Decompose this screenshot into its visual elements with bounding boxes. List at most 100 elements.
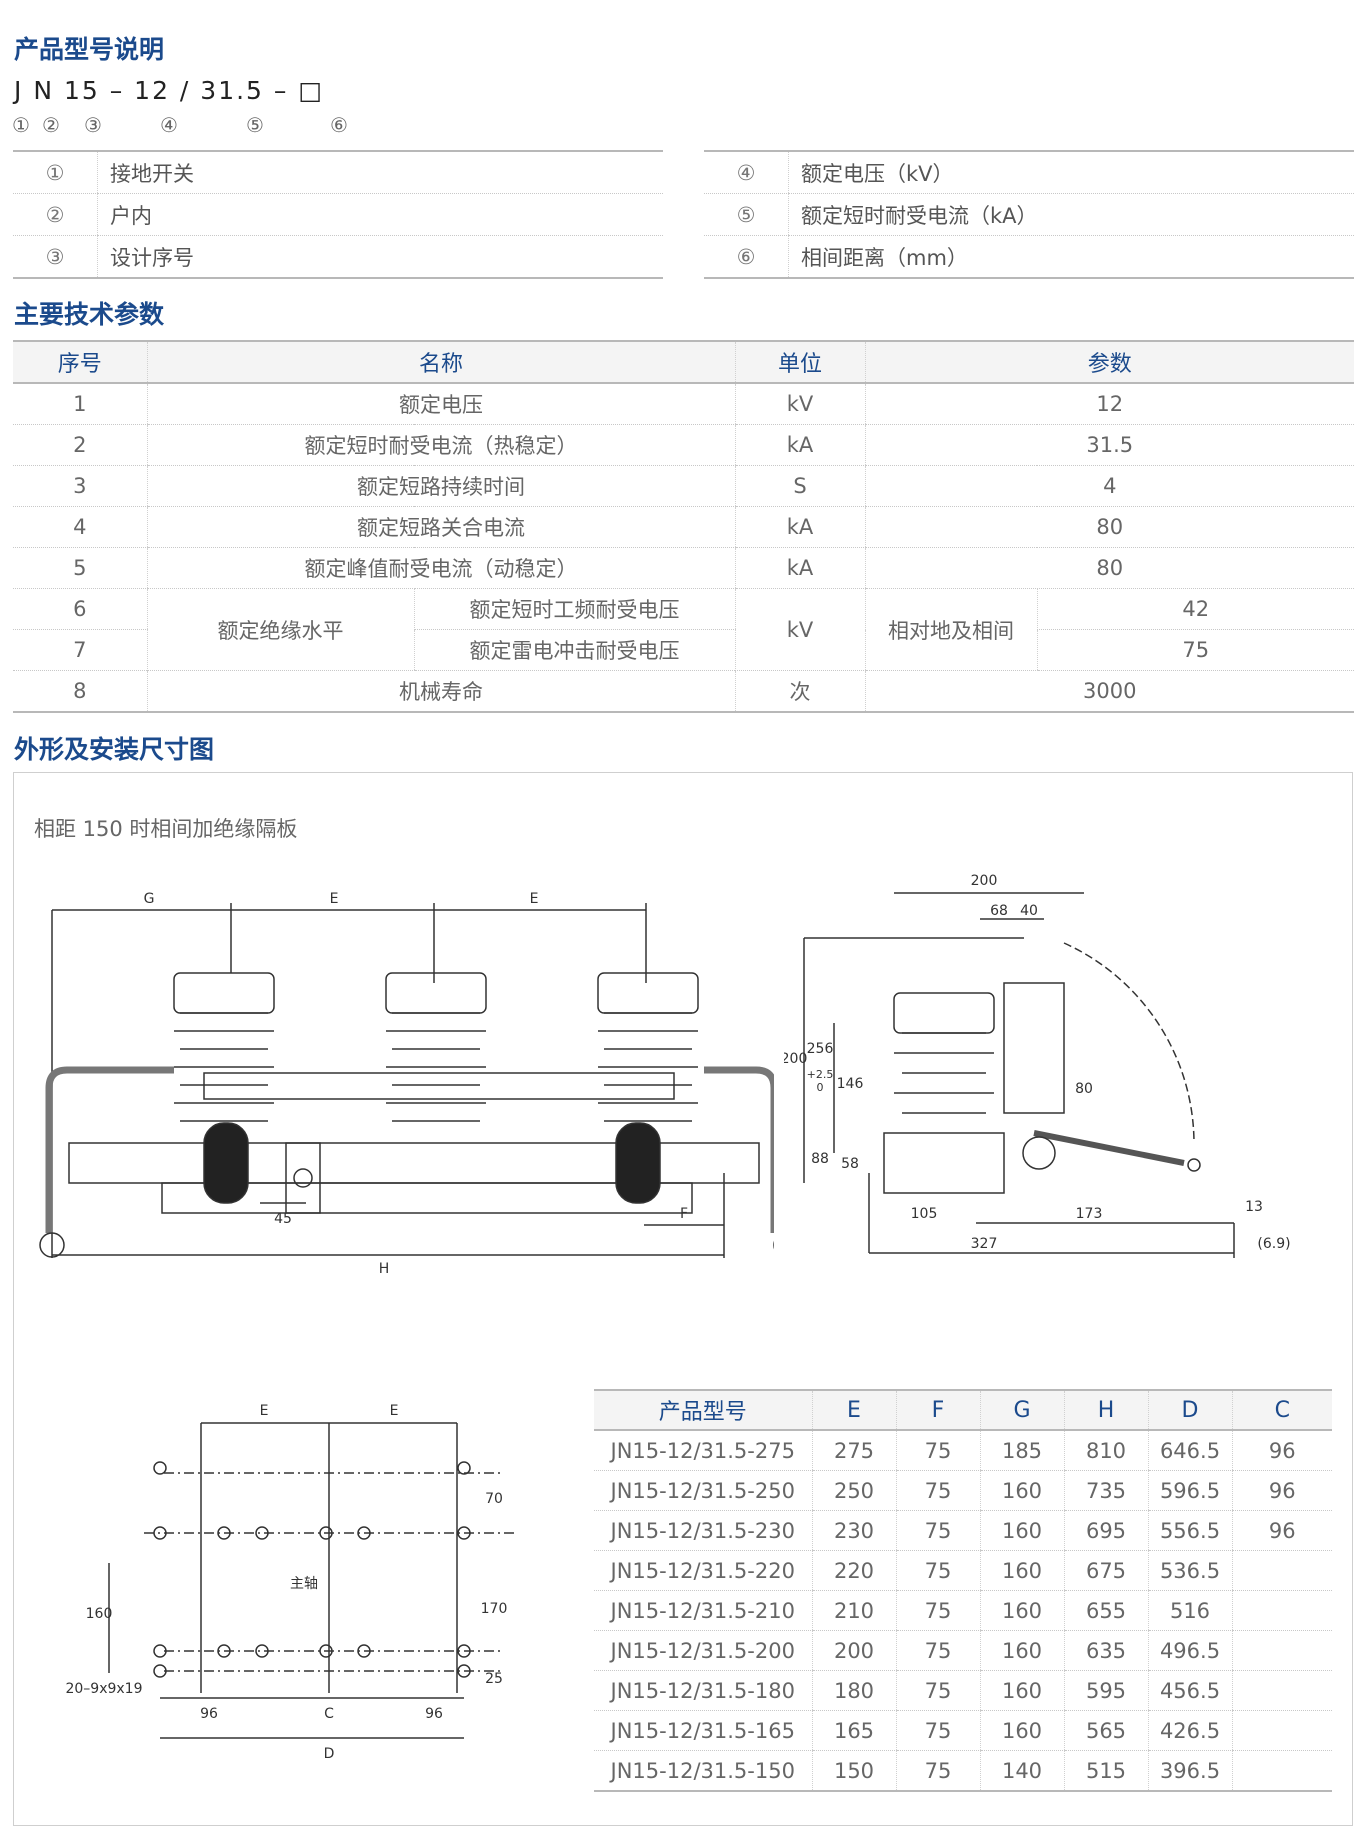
table-cell: 565: [1063, 1710, 1148, 1751]
dim-label: 25: [485, 1671, 503, 1687]
dim-label: 105: [911, 1206, 938, 1222]
legend-num: ④: [704, 150, 789, 194]
table-cell: 515: [1063, 1750, 1148, 1792]
dim-label: 146: [837, 1076, 864, 1092]
table-cell: 96: [1231, 1470, 1332, 1511]
params-table: 序号 名称 单位 参数 1 额定电压 kV 12 2 额定短时耐受电流（热稳定）…: [13, 340, 1354, 713]
params-header: 序号: [13, 340, 147, 384]
table-row: 3 额定短路持续时间 S 4: [13, 465, 1354, 507]
table-cell: 210: [811, 1590, 896, 1631]
params-header: 名称: [146, 340, 735, 384]
param-unit: S: [734, 465, 865, 507]
table-cell: 220: [811, 1550, 896, 1591]
dim-label: 200: [971, 873, 998, 889]
section-title-dimensions: 外形及安装尺寸图: [14, 735, 215, 764]
drawing-panel: 相距 150 时相间加绝缘隔板: [13, 772, 1353, 1826]
param-name: 额定峰值耐受电流（动稳定）: [146, 547, 735, 589]
dim-label: 160: [86, 1606, 113, 1622]
table-cell: JN15-12/31.5-200: [594, 1630, 812, 1671]
table-cell: 160: [979, 1590, 1064, 1631]
param-unit: kV: [734, 588, 865, 671]
legend-num: ⑥: [704, 235, 789, 279]
param-no: 7: [13, 629, 147, 671]
table-cell: JN15-12/31.5-275: [594, 1430, 812, 1471]
param-name: 机械寿命: [146, 670, 735, 713]
table-cell: 230: [811, 1510, 896, 1551]
dims-header: F: [895, 1389, 980, 1431]
table-cell: 596.5: [1147, 1470, 1232, 1511]
dim-label: 200: [784, 1051, 807, 1067]
dim-label: E: [330, 891, 339, 907]
table-cell: 75: [895, 1510, 980, 1551]
dim-label: 20–9x9x19: [65, 1681, 142, 1697]
param-no: 5: [13, 547, 147, 589]
table-cell: 75: [895, 1750, 980, 1792]
table-cell: 96: [1231, 1510, 1332, 1551]
dim-label: (6.9): [1257, 1236, 1290, 1252]
marker: ②: [42, 113, 60, 137]
param-name: 额定短路关合电流: [146, 506, 735, 548]
dim-label: 58: [841, 1156, 859, 1172]
param-value: 42: [1036, 588, 1354, 630]
table-cell: 426.5: [1147, 1710, 1232, 1751]
table-cell: 160: [979, 1470, 1064, 1511]
table-cell: 165: [811, 1710, 896, 1751]
table-cell: 675: [1063, 1550, 1148, 1591]
legend-text: 接地开关: [97, 150, 663, 194]
table-cell: 646.5: [1147, 1430, 1232, 1471]
param-name: 额定雷电冲击耐受电压: [413, 629, 735, 671]
table-cell: JN15-12/31.5-150: [594, 1750, 812, 1792]
table-cell: JN15-12/31.5-250: [594, 1470, 812, 1511]
drawing-note: 相距 150 时相间加绝缘隔板: [34, 817, 298, 841]
table-cell: [1231, 1710, 1332, 1751]
marker: ⑥: [330, 113, 348, 137]
dim-label: F: [680, 1206, 688, 1222]
dim-label: 96: [425, 1706, 443, 1722]
params-header: 参数: [864, 340, 1354, 384]
marker: ①: [12, 113, 30, 137]
table-cell: 75: [895, 1430, 980, 1471]
table-cell: [1231, 1750, 1332, 1792]
table-cell: [1231, 1550, 1332, 1591]
table-cell: 150: [811, 1750, 896, 1792]
param-value: 31.5: [864, 424, 1354, 466]
legend-text: 设计序号: [97, 235, 663, 279]
table-cell: 456.5: [1147, 1670, 1232, 1711]
table-cell: 496.5: [1147, 1630, 1232, 1671]
legend-num: ②: [13, 193, 98, 236]
legend-text: 额定短时耐受电流（kA）: [788, 193, 1354, 236]
table-cell: 185: [979, 1430, 1064, 1471]
table-row: 7 额定雷电冲击耐受电压 75: [13, 629, 1354, 671]
param-value: 4: [864, 465, 1354, 507]
table-cell: 655: [1063, 1590, 1148, 1631]
section-title-params: 主要技术参数: [14, 300, 165, 329]
dim-label: 40: [1020, 903, 1038, 919]
table-cell: 595: [1063, 1670, 1148, 1711]
table-cell: [1231, 1590, 1332, 1631]
dim-label: 173: [1076, 1206, 1103, 1222]
table-cell: 735: [1063, 1470, 1148, 1511]
dims-header: E: [811, 1389, 896, 1431]
param-name: 额定短时耐受电流（热稳定）: [146, 424, 735, 466]
table-cell: 75: [895, 1550, 980, 1591]
param-unit: kA: [734, 506, 865, 548]
table-cell: 250: [811, 1470, 896, 1511]
dim-label: 13: [1245, 1199, 1263, 1215]
table-cell: 75: [895, 1630, 980, 1671]
param-group: 额定绝缘水平: [146, 588, 414, 671]
table-cell: [1231, 1670, 1332, 1711]
dims-header-row: 产品型号 E F G H D C: [594, 1389, 1332, 1431]
dim-label: E: [390, 1403, 399, 1419]
model-code: J N 15 – 12 / 31.5 – □: [14, 76, 324, 105]
params-header-row: 序号 名称 单位 参数: [13, 340, 1354, 384]
table-cell: 75: [895, 1590, 980, 1631]
table-cell: JN15-12/31.5-220: [594, 1550, 812, 1591]
table-cell: [1231, 1630, 1332, 1671]
